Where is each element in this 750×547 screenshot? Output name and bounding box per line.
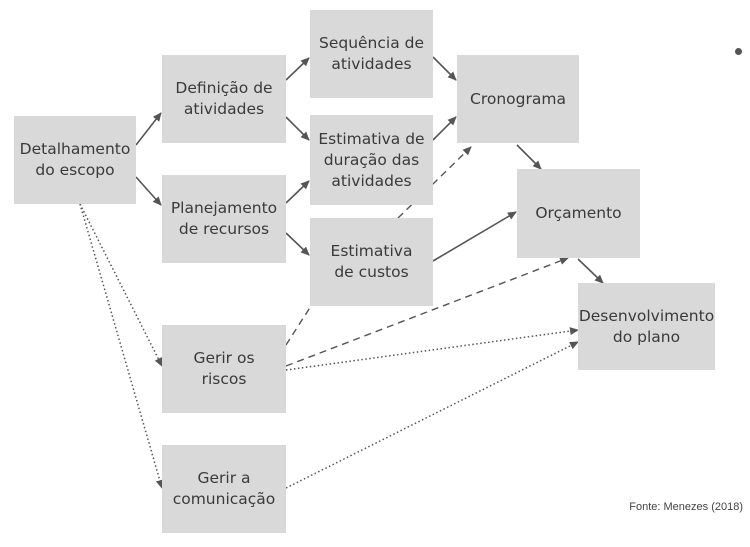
- source-caption: Fonte: Menezes (2018): [629, 501, 743, 513]
- arrow-estimativa-duracao-cronograma: [432, 116, 457, 141]
- node-desenvolvimento-do-plano: Desenvolvimento do plano: [578, 283, 715, 370]
- node-estimativa-de-duracao: Estimativa de duração das atividades: [310, 115, 433, 205]
- arrow-detalhamento-definicao: [135, 112, 162, 146]
- node-detalhamento-do-escopo: Detalhamento do escopo: [14, 116, 136, 204]
- bullet-dot: [735, 48, 742, 55]
- arrow-definicao-estimativa-duracao: [285, 116, 310, 141]
- arrow-sequencia-cronograma: [432, 56, 457, 81]
- dashed-arrow-custos-cronograma: [397, 146, 472, 219]
- node-gerir-a-comunicacao: Gerir a comunicação: [162, 445, 286, 533]
- node-gerir-os-riscos: Gerir os riscos: [162, 325, 286, 413]
- arrow-estimativa-custos-orcamento: [432, 211, 517, 262]
- dashed-arrow-riscos-custos: [285, 305, 312, 346]
- node-definicao-de-atividades: Definição de atividades: [162, 55, 286, 143]
- node-orcamento: Orçamento: [517, 169, 640, 258]
- arrow-definicao-sequencia: [285, 57, 310, 81]
- arrow-planejamento-estimativa-custos: [285, 232, 310, 256]
- dotted-arrow-detalhamento-riscos: [79, 203, 163, 367]
- arrow-planejamento-estimativa-duracao: [285, 180, 310, 204]
- arrow-detalhamento-planejamento: [135, 176, 162, 206]
- dotted-arrow-detalhamento-comunicacao: [79, 203, 164, 489]
- node-planejamento-de-recursos: Planejamento de recursos: [162, 175, 286, 263]
- dotted-arrow-riscos-desenvolvimento: [285, 327, 579, 371]
- arrow-orcamento-desenvolvimento: [577, 258, 604, 284]
- node-sequencia-de-atividades: Sequência de atividades: [310, 10, 433, 98]
- node-estimativa-de-custos: Estimativa de custos: [310, 218, 433, 306]
- dotted-arrow-comunicacao-desenvolvimento: [285, 341, 579, 489]
- arrow-cronograma-orcamento: [516, 144, 542, 170]
- node-cronograma: Cronograma: [457, 55, 579, 143]
- dashed-arrow-riscos-orcamento: [285, 257, 569, 367]
